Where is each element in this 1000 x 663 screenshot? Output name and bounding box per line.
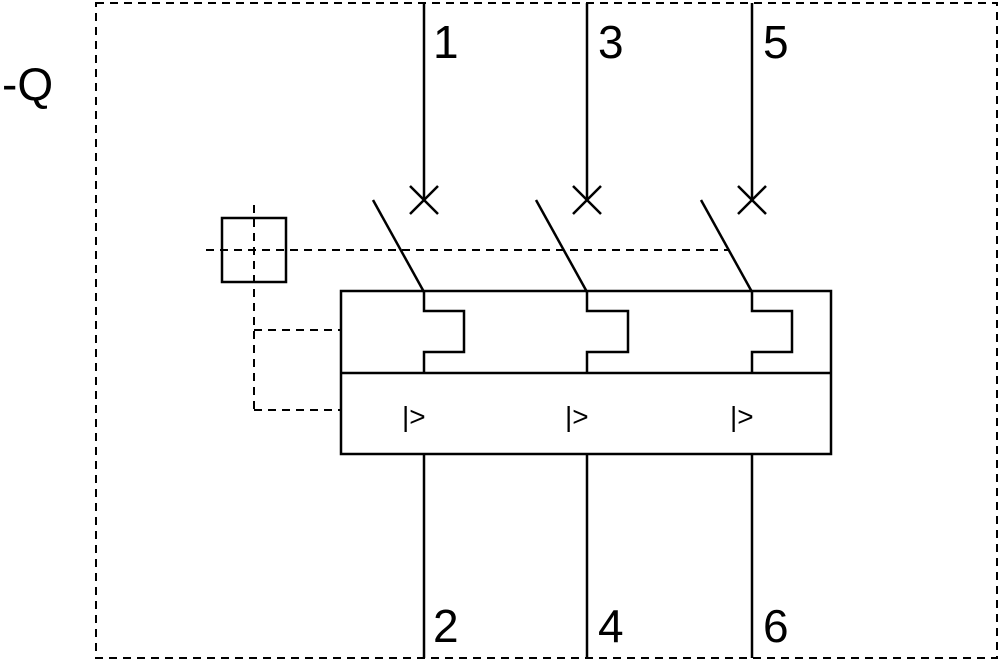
- pole-2: [534, 3, 602, 293]
- pole-1: [371, 3, 439, 293]
- isolator-cross-icon-2: [572, 185, 602, 215]
- magnetic-release-icon-2: [585, 292, 630, 373]
- terminal-label-5: 5: [763, 16, 789, 68]
- terminal-label-6: 6: [763, 600, 789, 652]
- switch-contact-1: [371, 199, 426, 293]
- pole-3: [699, 3, 767, 293]
- terminal-label-2: 2: [433, 600, 459, 652]
- magnetic-release-icon-3: [750, 292, 794, 373]
- manual-operator: [206, 205, 728, 410]
- overload-release-label-2: |>: [565, 401, 589, 432]
- overload-release-label-3: |>: [730, 401, 754, 432]
- switch-contact-2: [534, 199, 589, 293]
- overload-release-label-1: |>: [402, 401, 426, 432]
- switch-contact-3: [699, 199, 754, 293]
- device-enclosure: [95, 2, 998, 659]
- device-reference-label: -Q: [2, 58, 53, 110]
- magnetic-release-icon-1: [422, 292, 466, 373]
- terminal-label-4: 4: [598, 600, 624, 652]
- isolator-cross-icon-1: [409, 185, 439, 215]
- trip-unit: |> |> |>: [339, 289, 833, 456]
- isolator-cross-icon-3: [737, 185, 767, 215]
- terminal-label-1: 1: [433, 16, 459, 68]
- terminal-label-3: 3: [598, 16, 624, 68]
